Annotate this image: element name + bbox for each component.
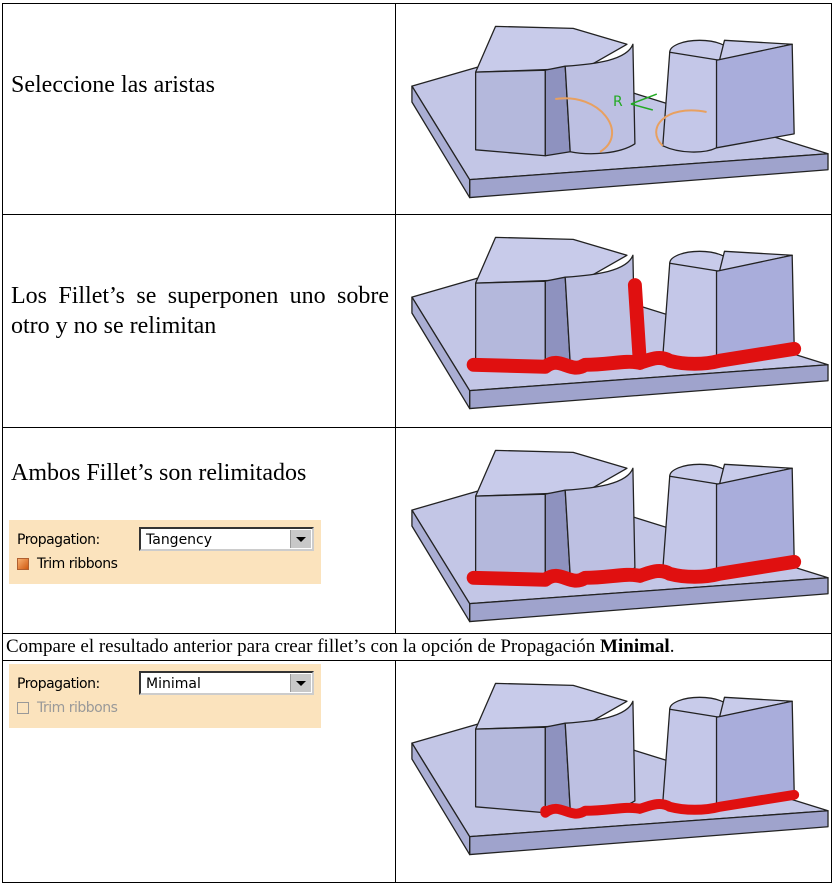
compare-bold: Minimal [600, 636, 670, 657]
fillet-left [540, 802, 645, 819]
compare-text: Compare el resultado anterior para crear… [6, 636, 601, 657]
row-text: Seleccione las aristas [11, 72, 215, 98]
left-block-front [474, 280, 546, 368]
propagation-select[interactable]: Minimal [139, 671, 314, 695]
trim-ribbons-checkbox[interactable] [17, 558, 29, 570]
fillet-overlap [627, 278, 647, 370]
fillet-right [632, 554, 802, 584]
chevron-down-icon[interactable] [290, 530, 311, 548]
trim-ribbons-label: Trim ribbons [37, 556, 118, 572]
chevron-down-icon[interactable] [290, 674, 311, 692]
cell-text-3: Ambos Fillet’s son relimitados Propagati… [2, 427, 396, 634]
right-block-front [715, 43, 795, 149]
document-table: Seleccione las aristas R Los Fillet’s se… [2, 3, 832, 883]
trim-ribbons-label: Trim ribbons [37, 700, 118, 716]
plate-left [411, 742, 471, 856]
row-text: Ambos Fillet’s son relimitados [11, 460, 307, 486]
selection-marker: R [613, 94, 623, 110]
plate-left [411, 85, 471, 199]
trim-ribbons-checkbox[interactable] [17, 702, 29, 714]
cell-text-5: Propagation: Minimal Trim ribbons [2, 660, 396, 883]
right-cylinder [662, 475, 721, 577]
cell-image-3 [395, 427, 832, 634]
cell-text-2: Los Fillet’s se superponen uno sobre otr… [2, 214, 396, 428]
right-block-front [715, 467, 795, 573]
selected-edge [555, 97, 613, 153]
part-image-trim [396, 428, 831, 633]
propagation-panel: Propagation: Tangency Trim ribbons [9, 520, 321, 584]
fillet-right [634, 789, 800, 815]
cell-text-1: Seleccione las aristas [2, 3, 396, 215]
compare-row: Compare el resultado anterior para crear… [2, 633, 832, 661]
plate-left [411, 509, 471, 623]
propagation-label: Propagation: [17, 532, 100, 548]
left-block-front [474, 726, 546, 814]
propagation-panel-minimal: Propagation: Minimal Trim ribbons [9, 664, 321, 728]
right-cylinder [662, 51, 721, 153]
fillet-left [466, 567, 647, 588]
cell-image-5 [395, 660, 832, 883]
right-cylinder [662, 262, 721, 364]
right-cylinder [662, 708, 721, 810]
part-image-minimal [396, 661, 831, 866]
left-block-front [474, 493, 546, 581]
cell-image-1: R [395, 3, 832, 215]
propagation-select[interactable]: Tangency [139, 527, 314, 551]
left-cylinder [564, 43, 636, 155]
right-block-front [715, 700, 795, 806]
cell-image-2 [395, 214, 832, 428]
left-block-front [474, 69, 546, 157]
row-text: Los Fillet’s se superponen uno sobre otr… [11, 283, 389, 339]
part-image-select: R [396, 4, 831, 209]
fillet-left [466, 354, 647, 375]
part-image-overlap [396, 215, 831, 420]
selected-edge [655, 109, 707, 147]
right-block-front [715, 254, 795, 360]
propagation-label: Propagation: [17, 676, 100, 692]
plate-left [411, 296, 471, 410]
fillet-right [632, 341, 802, 371]
